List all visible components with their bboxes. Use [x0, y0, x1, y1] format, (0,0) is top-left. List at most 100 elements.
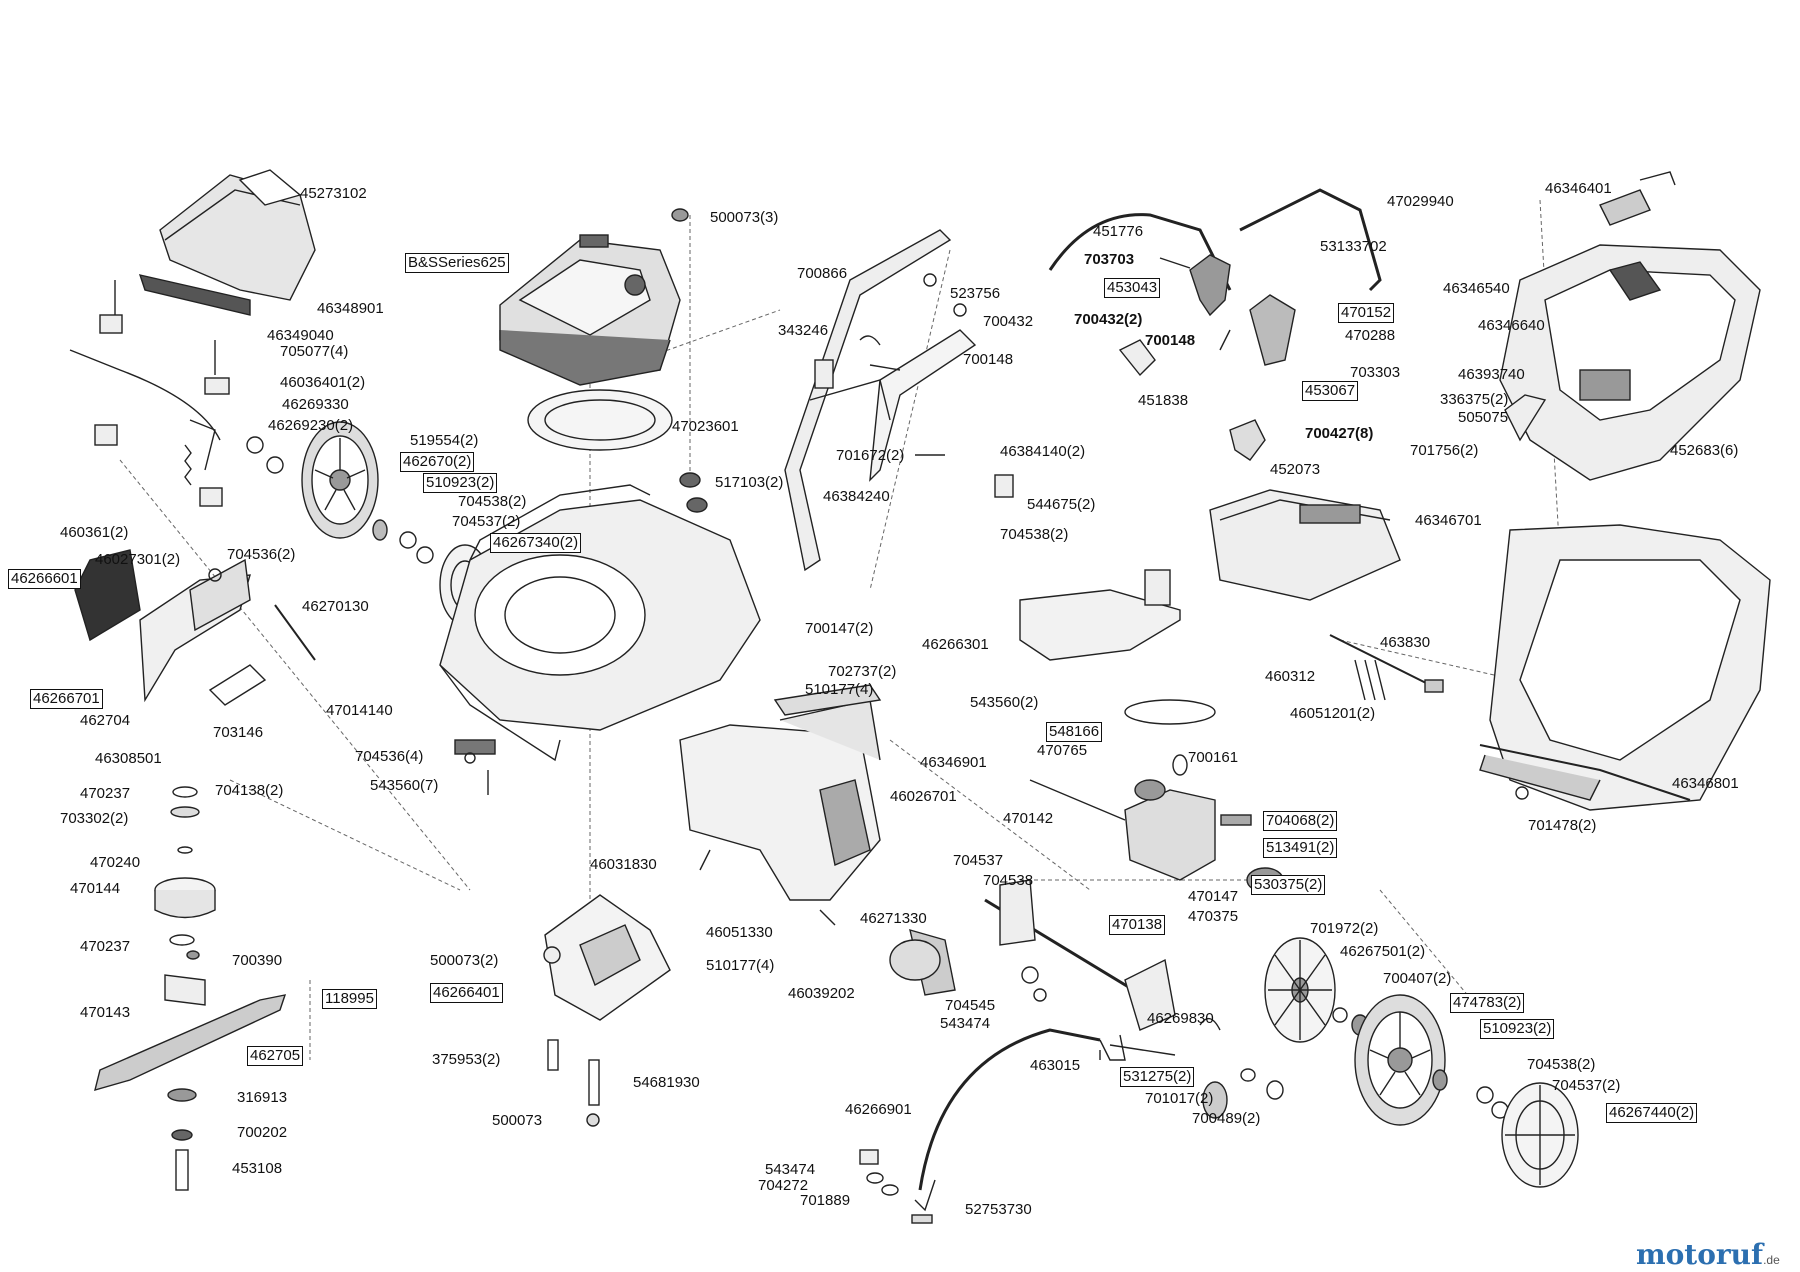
mulch-cover [138, 169, 316, 316]
part-label-p78: 703303 [1350, 364, 1401, 381]
part-label-p47: 700148 [963, 351, 1014, 368]
part-label-p71: 53133702 [1320, 238, 1387, 255]
part-label-p1: 45273102 [300, 185, 367, 202]
part-label-p28: 470237 [80, 938, 131, 955]
part-label-p35: 453108 [232, 1160, 283, 1177]
part-label-p76: 470288 [1345, 327, 1396, 344]
part-label-p44: 523756 [950, 285, 1001, 302]
part-label-p111: 700489(2) [1192, 1110, 1261, 1127]
part-label-p32: 462705 [247, 1046, 304, 1066]
part-label-p46: 343246 [778, 322, 829, 339]
part-label-p24: 704138(2) [215, 782, 284, 799]
part-label-p70: 47029940 [1387, 193, 1454, 210]
part-label-p36: 500073(3) [710, 209, 779, 226]
part-label-p112: 704538(2) [1527, 1056, 1596, 1073]
part-label-p34: 700202 [237, 1124, 288, 1141]
part-label-p105: 704545 [945, 997, 996, 1014]
part-label-p109: 531275(2) [1120, 1067, 1195, 1087]
part-label-p60: 46031830 [590, 856, 657, 873]
part-label-p69: 451776 [1093, 223, 1144, 240]
grass-catcher [1479, 524, 1771, 811]
part-label-p20: 462704 [80, 712, 131, 729]
part-label-p10: 510923(2) [423, 473, 498, 493]
part-label-p87: 548166 [1046, 722, 1103, 742]
part-label-p93: 704537 [953, 852, 1004, 869]
part-label-p127: 452683(6) [1670, 442, 1739, 459]
part-label-p16: 704536(2) [227, 546, 296, 563]
blade-adapter [154, 877, 216, 919]
part-label-p11: 704538(2) [458, 493, 527, 510]
part-label-p116: 543474 [765, 1161, 816, 1178]
part-label-p84: 463830 [1380, 634, 1431, 651]
part-label-p94: 704538 [983, 872, 1034, 889]
part-label-p8: 519554(2) [410, 432, 479, 449]
part-label-p62: 510177(4) [706, 957, 775, 974]
part-label-p82: 452073 [1270, 461, 1321, 478]
rear-left-wheel [301, 421, 379, 539]
part-label-p128: 46346801 [1672, 775, 1739, 792]
part-label-p66: 375953(2) [432, 1051, 501, 1068]
part-label-p123: 46393740 [1458, 366, 1525, 383]
part-label-p89: 700161 [1188, 749, 1239, 766]
part-label-p100: 701972(2) [1310, 920, 1379, 937]
part-label-p14: 460361(2) [60, 524, 129, 541]
part-label-p96: 530375(2) [1251, 875, 1326, 895]
part-label-p12: 704537(2) [452, 513, 521, 530]
engine [499, 234, 681, 386]
part-label-p75: 470152 [1338, 303, 1395, 323]
part-label-p21: 703146 [213, 724, 264, 741]
part-label-p43: 700866 [797, 265, 848, 282]
part-label-p129: 701478(2) [1528, 817, 1597, 834]
part-label-p102: 700407(2) [1383, 970, 1452, 987]
part-label-p79: 453067 [1302, 381, 1359, 401]
part-label-p41: 704536(4) [355, 748, 424, 765]
part-label-p115: 46266901 [845, 1101, 912, 1118]
part-label-p63: 46039202 [788, 985, 855, 1002]
part-label-p98: 470138 [1109, 915, 1166, 935]
part-label-p74: 700432(2) [1074, 311, 1143, 328]
grass-box-lid [1499, 244, 1761, 481]
part-label-p90: 470142 [1003, 810, 1054, 827]
part-label-p6: 46269330 [282, 396, 349, 413]
part-label-p42: 543560(7) [370, 777, 439, 794]
part-label-p25: 703302(2) [60, 810, 129, 827]
part-label-p2: 46348901 [317, 300, 384, 317]
part-label-p27: 470144 [70, 880, 121, 897]
part-label-p101: 46267501(2) [1340, 943, 1426, 960]
part-label-p39: 517103(2) [715, 474, 784, 491]
part-label-p73: 453043 [1104, 278, 1161, 298]
part-label-p64: 500073(2) [430, 952, 499, 969]
gearbox [1124, 779, 1216, 881]
part-label-p3: 46349040 [267, 327, 334, 344]
part-label-p33: 316913 [237, 1089, 288, 1106]
part-label-p56: 46266301 [922, 636, 989, 653]
part-label-p77: 700148 [1145, 332, 1196, 349]
part-label-p104: 510923(2) [1480, 1019, 1555, 1039]
part-label-p119: 52753730 [965, 1201, 1032, 1218]
part-label-p17: 46266601 [8, 569, 81, 589]
motoruf-logo: motoruf.de [1636, 1238, 1780, 1271]
part-label-p4: 705077(4) [280, 343, 349, 360]
part-label-p67: 54681930 [633, 1074, 700, 1091]
part-label-p13: 46267340(2) [490, 533, 582, 553]
part-label-p122: 46346640 [1478, 317, 1545, 334]
part-label-p30: 470143 [80, 1004, 131, 1021]
part-label-p118: 701889 [800, 1192, 851, 1209]
part-label-p110: 701017(2) [1145, 1090, 1214, 1107]
part-label-p80: 451838 [1138, 392, 1189, 409]
part-label-p18: 46270130 [302, 598, 369, 615]
rear-cover [1209, 489, 1401, 601]
part-label-p23: 470237 [80, 785, 131, 802]
part-label-p108: 463015 [1030, 1057, 1081, 1074]
part-label-p81: 700427(8) [1305, 425, 1374, 442]
part-label-p5: 46036401(2) [280, 374, 366, 391]
part-label-p50: 46384240 [823, 488, 890, 505]
part-label-p103: 474783(2) [1450, 993, 1525, 1013]
part-label-p95: 470147 [1188, 888, 1239, 905]
part-label-p40: 47014140 [326, 702, 393, 719]
part-label-p29: 700390 [232, 952, 283, 969]
part-label-p86: 46051201(2) [1290, 705, 1376, 722]
part-label-p51: 544675(2) [1027, 496, 1096, 513]
part-label-p120: 46346401 [1545, 180, 1612, 197]
